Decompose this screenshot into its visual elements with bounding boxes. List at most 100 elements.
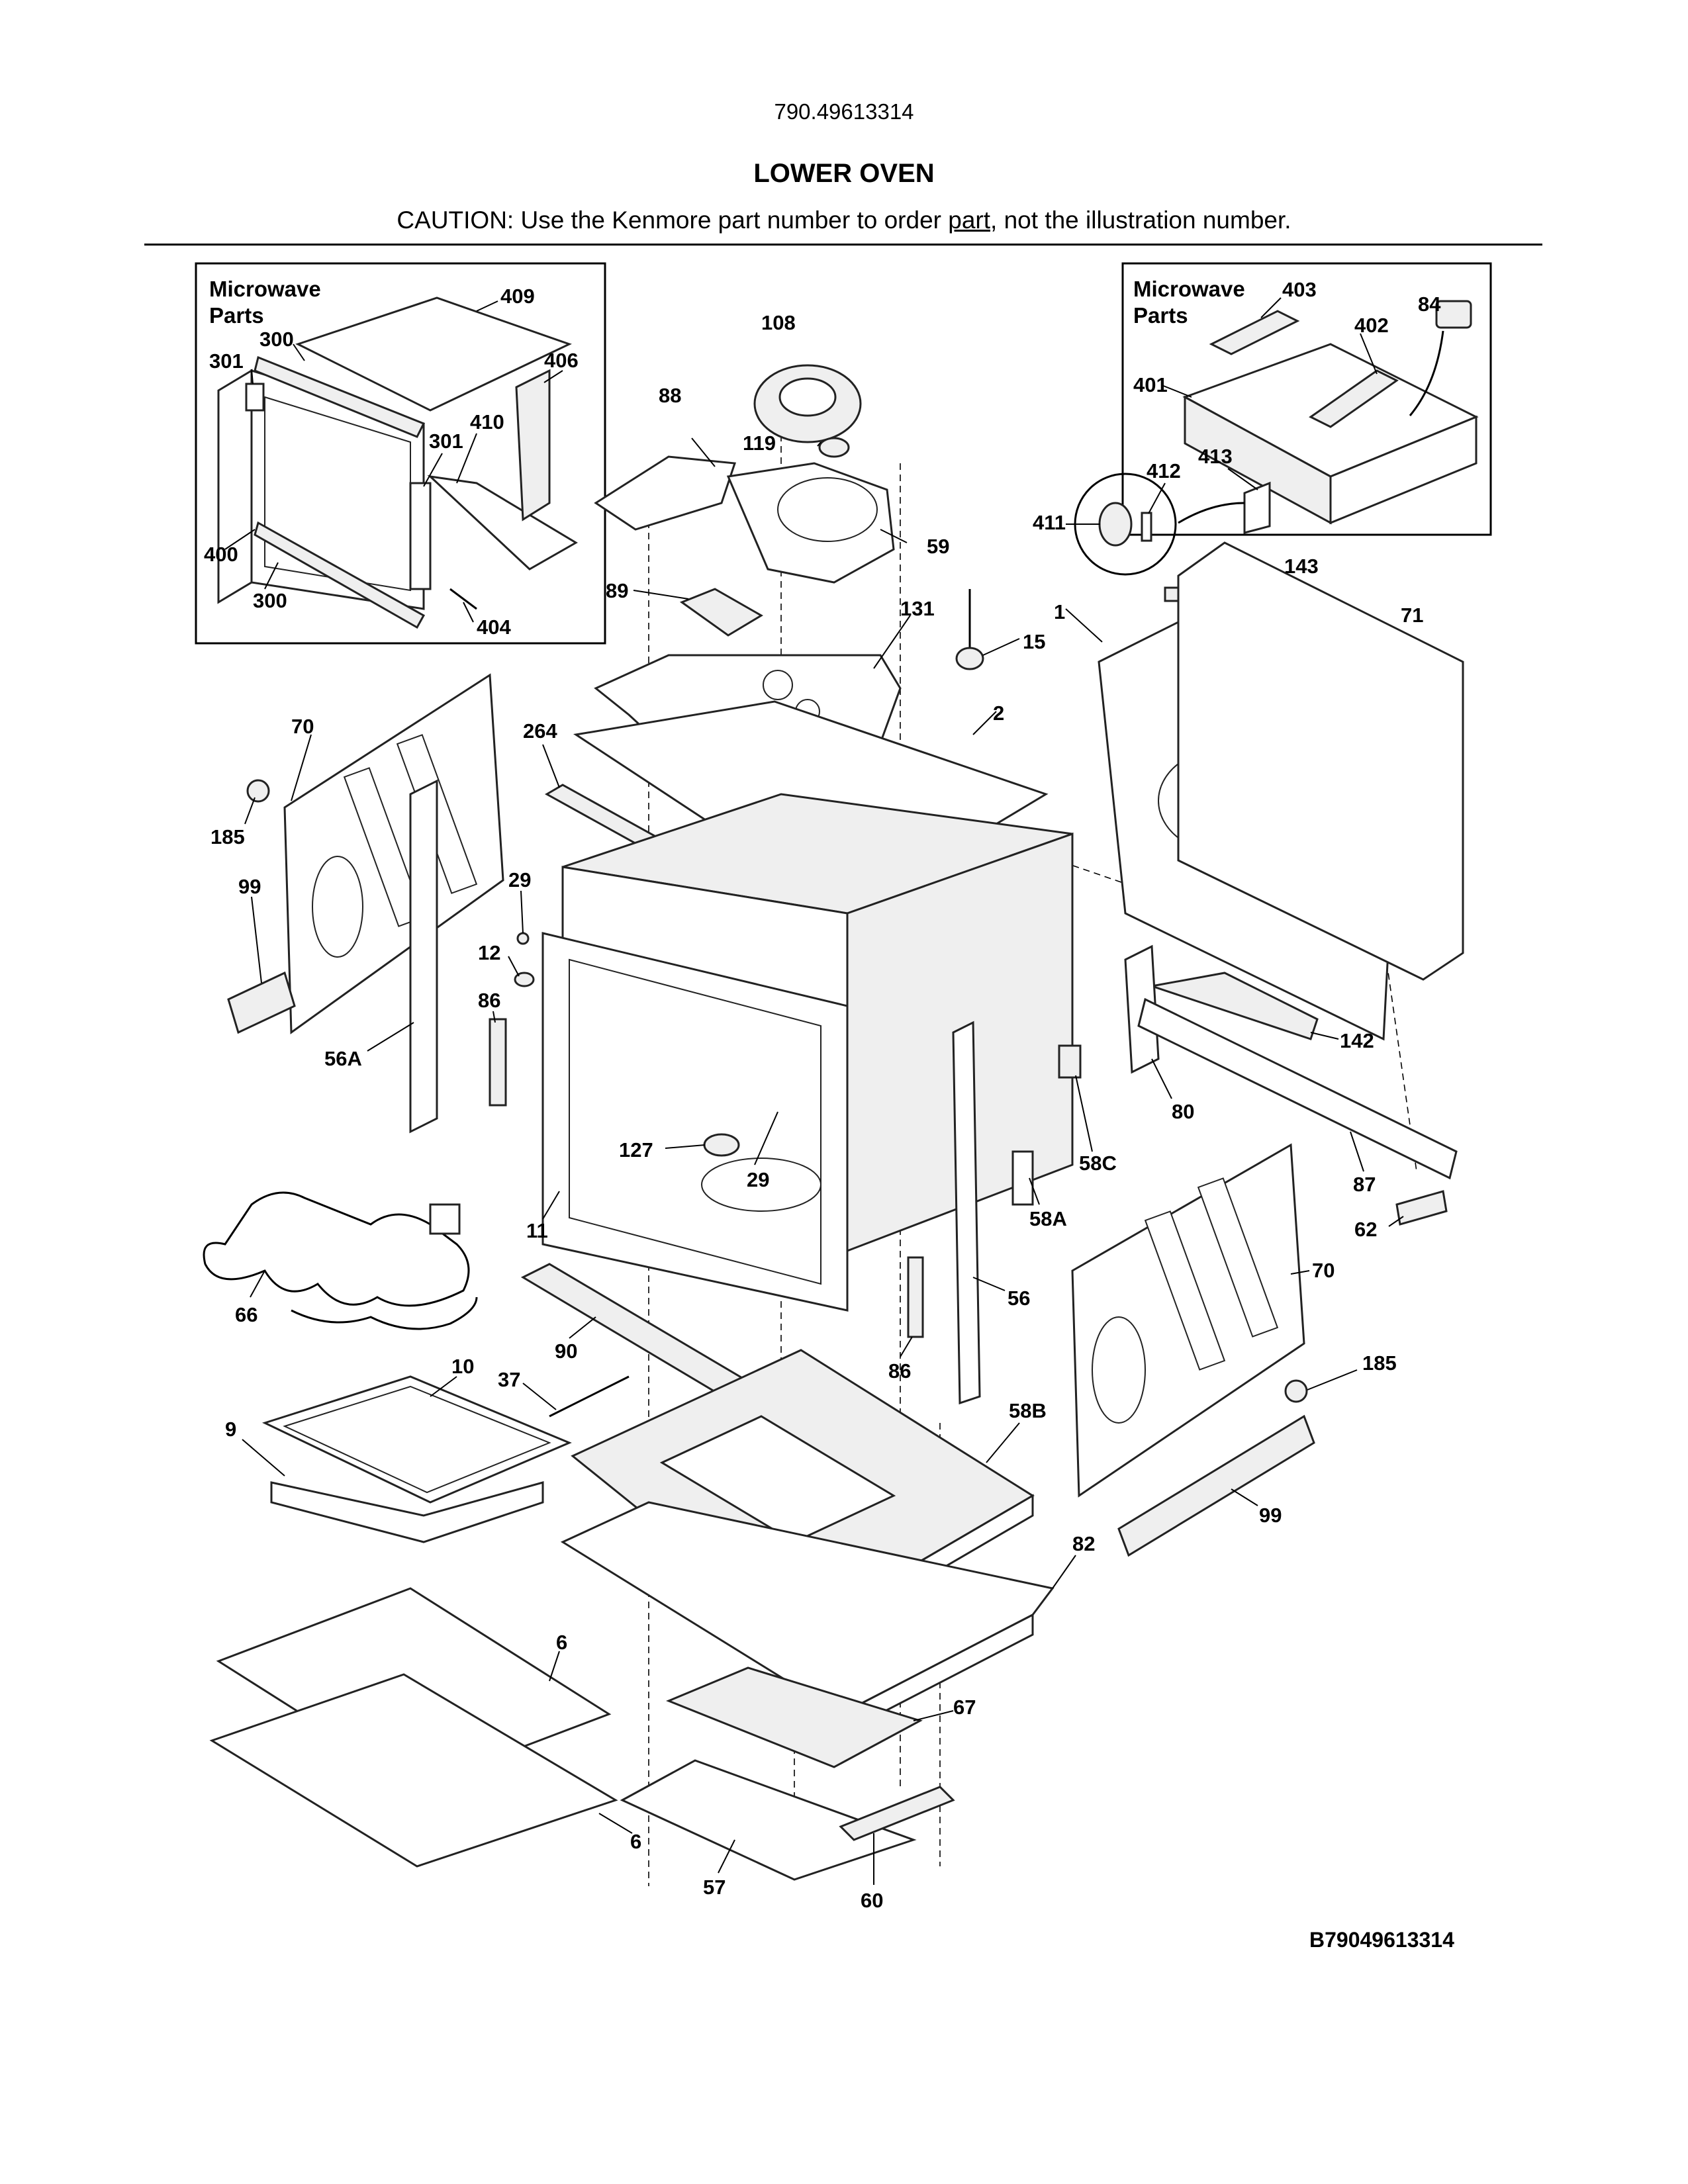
label-67[interactable]: 67 <box>953 1696 976 1719</box>
part-413[interactable] <box>1243 481 1271 534</box>
channel-142[interactable] <box>1151 972 1319 1040</box>
screw-29-top[interactable] <box>516 932 530 945</box>
bake-element-66[interactable] <box>203 1191 470 1307</box>
label-131[interactable]: 131 <box>900 597 935 620</box>
trim-301-left[interactable] <box>245 383 265 412</box>
tray-410[interactable] <box>427 475 578 570</box>
grommet-185-left[interactable] <box>246 779 270 803</box>
label-62[interactable]: 62 <box>1354 1218 1377 1241</box>
insulation-58C[interactable] <box>1058 1044 1082 1079</box>
label-58C[interactable]: 58C <box>1079 1152 1117 1175</box>
label-300-bottom[interactable]: 300 <box>253 589 287 612</box>
label-185-left[interactable]: 185 <box>211 825 245 848</box>
label-71[interactable]: 71 <box>1401 604 1423 627</box>
element-89[interactable] <box>679 588 763 637</box>
rail-87[interactable] <box>1137 997 1458 1180</box>
label-127[interactable]: 127 <box>619 1138 653 1161</box>
label-29-top[interactable]: 29 <box>508 868 531 891</box>
label-301-right[interactable]: 301 <box>429 430 463 453</box>
rail-56[interactable] <box>952 1021 981 1405</box>
label-406[interactable]: 406 <box>544 349 579 372</box>
label-58A[interactable]: 58A <box>1029 1207 1067 1230</box>
label-15[interactable]: 15 <box>1023 630 1045 653</box>
fan-motor-127[interactable] <box>703 1133 740 1157</box>
label-412[interactable]: 412 <box>1147 459 1181 482</box>
label-9[interactable]: 9 <box>225 1418 236 1441</box>
label-143[interactable]: 143 <box>1284 555 1319 578</box>
label-403[interactable]: 403 <box>1282 278 1317 301</box>
label-56A[interactable]: 56A <box>324 1047 362 1070</box>
label-88[interactable]: 88 <box>659 384 681 407</box>
label-84[interactable]: 84 <box>1418 293 1441 316</box>
sensor-37[interactable] <box>549 1375 630 1418</box>
label-58B[interactable]: 58B <box>1009 1399 1047 1422</box>
label-411[interactable]: 411 <box>1033 511 1066 534</box>
label-99-right[interactable]: 99 <box>1259 1504 1282 1527</box>
label-70-right[interactable]: 70 <box>1312 1259 1335 1282</box>
bottom-panel-57[interactable] <box>620 1759 917 1881</box>
label-29-bottom[interactable]: 29 <box>747 1168 769 1191</box>
label-82[interactable]: 82 <box>1072 1532 1095 1555</box>
label-119[interactable]: 119 <box>743 432 776 455</box>
label-80[interactable]: 80 <box>1172 1100 1194 1123</box>
label-66[interactable]: 66 <box>235 1303 258 1326</box>
label-89[interactable]: 89 <box>606 579 628 602</box>
label-410[interactable]: 410 <box>470 410 504 433</box>
label-10[interactable]: 10 <box>451 1355 474 1378</box>
label-108[interactable]: 108 <box>761 311 796 334</box>
clip-143[interactable] <box>1164 586 1180 602</box>
label-87[interactable]: 87 <box>1353 1173 1376 1196</box>
hinge-receptacle-86-right[interactable] <box>907 1256 924 1338</box>
retainer-99-right[interactable] <box>1117 1414 1315 1557</box>
label-6-top[interactable]: 6 <box>556 1631 567 1654</box>
trim-301-right[interactable] <box>409 482 432 590</box>
label-185-right[interactable]: 185 <box>1362 1351 1397 1375</box>
connector-62[interactable] <box>1395 1190 1448 1226</box>
label-409[interactable]: 409 <box>500 285 535 308</box>
bracket-402[interactable] <box>1309 369 1399 428</box>
switch-12[interactable] <box>514 972 535 987</box>
label-142[interactable]: 142 <box>1340 1029 1374 1052</box>
caution-part-link[interactable]: part <box>948 206 991 234</box>
label-264[interactable]: 264 <box>523 719 557 743</box>
label-401[interactable]: 401 <box>1133 373 1168 396</box>
label-70-left[interactable]: 70 <box>291 715 314 738</box>
label-12[interactable]: 12 <box>478 941 500 964</box>
label-400[interactable]: 400 <box>204 543 238 566</box>
label-6-bottom[interactable]: 6 <box>630 1830 641 1853</box>
label-300-top[interactable]: 300 <box>259 328 294 351</box>
channel-300-bottom[interactable] <box>254 521 426 629</box>
channel-300-top[interactable] <box>254 355 426 438</box>
strip-60[interactable] <box>839 1786 955 1841</box>
grommet-185-right[interactable] <box>1284 1379 1308 1403</box>
label-11[interactable]: 11 <box>526 1219 548 1242</box>
label-90[interactable]: 90 <box>555 1340 577 1363</box>
label-60[interactable]: 60 <box>861 1889 883 1912</box>
label-86-left[interactable]: 86 <box>478 989 500 1012</box>
probe-15[interactable] <box>955 647 984 670</box>
label-413[interactable]: 413 <box>1198 445 1233 468</box>
panel-409[interactable] <box>295 296 572 412</box>
hinge-receptacle-86-left[interactable] <box>489 1018 507 1107</box>
label-59[interactable]: 59 <box>927 535 949 558</box>
shroud-88[interactable] <box>594 455 737 531</box>
insulation-71[interactable] <box>1177 541 1464 981</box>
label-2[interactable]: 2 <box>993 702 1004 725</box>
label-56[interactable]: 56 <box>1008 1287 1030 1310</box>
label-37[interactable]: 37 <box>498 1368 520 1391</box>
fuse-412[interactable] <box>1141 512 1152 542</box>
label-86-right[interactable]: 86 <box>888 1359 911 1383</box>
rail-56A[interactable] <box>409 779 438 1134</box>
insulation-58A[interactable] <box>1011 1150 1034 1206</box>
thermostat-411[interactable] <box>1098 502 1133 547</box>
clip-84[interactable] <box>1435 300 1472 329</box>
broiler-pan-9[interactable] <box>270 1481 544 1543</box>
label-301-left[interactable]: 301 <box>209 349 244 373</box>
vent-406[interactable] <box>515 369 551 522</box>
label-57[interactable]: 57 <box>703 1876 726 1899</box>
label-99-left[interactable]: 99 <box>238 875 261 898</box>
label-1[interactable]: 1 <box>1054 600 1065 623</box>
label-404[interactable]: 404 <box>477 615 511 639</box>
label-402[interactable]: 402 <box>1354 314 1389 337</box>
bracket-403[interactable] <box>1209 310 1300 355</box>
